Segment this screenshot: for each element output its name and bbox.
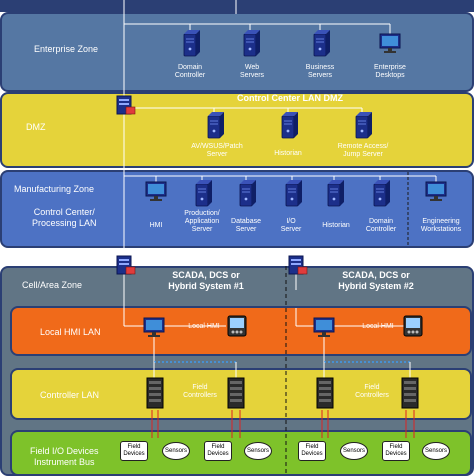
system2-firewall-icon — [288, 255, 308, 275]
remote-access-jump-server-icon — [355, 111, 373, 139]
manufacturing-node-label: I/O Server — [280, 218, 302, 233]
local-hmi-label: Local HMI — [188, 323, 220, 330]
cell-area-label: Cell/Area Zone — [22, 280, 83, 290]
enterprise-zone-label: Enterprise Zone — [34, 44, 99, 54]
sensors-oval: Sensors — [244, 442, 272, 460]
web-servers-icon — [243, 29, 261, 57]
sensors-oval: Sensors — [162, 442, 190, 460]
system1-controller-a-icon — [146, 377, 164, 409]
historian-icon — [327, 179, 345, 207]
dmz-node-label: Historian — [274, 150, 302, 157]
enterprise-node-label: Web Servers — [239, 64, 265, 79]
field-controllers-label: Field Controllers — [355, 384, 389, 399]
system2-local-hmi-panel-icon — [403, 315, 423, 337]
enterprise-node-label: Domain Controller — [174, 64, 206, 79]
enterprise-node-label: Business Servers — [305, 64, 335, 79]
hmi-workstation-icon — [145, 181, 167, 202]
system1-controller-b-icon — [227, 377, 245, 409]
field-devices-box: Field Devices — [120, 441, 148, 461]
system2-controller-a-icon — [316, 377, 334, 409]
manufacturing-node-label: Database Server — [231, 218, 261, 233]
system1-local-hmi-panel-icon — [227, 315, 247, 337]
dmz-zone — [0, 92, 474, 168]
io-server-icon — [285, 179, 303, 207]
manufacturing-node-label: Engineering Workstations — [420, 218, 462, 233]
control-center-label: Control Center/ Processing LAN — [32, 207, 97, 228]
system2-controller-b-icon — [401, 377, 419, 409]
system1-hmi-workstation-icon — [143, 317, 165, 338]
manufacturing-zone — [0, 170, 474, 248]
av-wsus-patch-server-icon — [207, 111, 225, 139]
field-devices-box: Field Devices — [298, 441, 326, 461]
business-servers-icon — [313, 29, 331, 57]
dmz-historian-icon — [281, 111, 299, 139]
system2-hmi-workstation-icon — [313, 317, 335, 338]
enterprise-node-label: Enterprise Desktops — [374, 64, 406, 79]
field-devices-box: Field Devices — [382, 441, 410, 461]
dmz-header: Control Center LAN DMZ — [237, 93, 343, 103]
field-devices-box: Field Devices — [204, 441, 232, 461]
sensors-oval: Sensors — [340, 442, 368, 460]
field-io-label: Field I/O Devices Instrument Bus — [30, 446, 99, 467]
manufacturing-zone-label: Manufacturing Zone — [14, 184, 95, 194]
domain-controller-icon — [373, 179, 391, 207]
dmz-node-label: Remote Access/ Jump Server — [337, 143, 389, 158]
dmz-firewall-icon — [116, 95, 136, 115]
manufacturing-node-label: Historian — [322, 222, 350, 229]
system1-header: SCADA, DCS or Hybrid System #1 — [168, 270, 244, 291]
system2-header: SCADA, DCS or Hybrid System #2 — [338, 270, 414, 291]
domain-controller-server-icon — [183, 29, 201, 57]
local-hmi-label: Local HMI — [362, 323, 394, 330]
manufacturing-node-label: HMI — [149, 222, 163, 229]
manufacturing-node-label: Production/ Application Server — [184, 210, 220, 233]
controller-lan-label: Controller LAN — [40, 390, 100, 400]
database-server-icon — [239, 179, 257, 207]
engineering-workstations-icon — [425, 181, 447, 202]
dmz-zone-label: DMZ — [26, 122, 46, 132]
production-application-server-icon — [195, 179, 213, 207]
field-controllers-label: Field Controllers — [183, 384, 217, 399]
system1-firewall-icon — [116, 255, 136, 275]
dmz-node-label: AV/WSUS/Patch Server — [191, 143, 243, 158]
top-band — [0, 0, 474, 12]
sensors-oval: Sensors — [422, 442, 450, 460]
local-hmi-lan-label: Local HMI LAN — [40, 327, 101, 337]
manufacturing-node-label: Domain Controller — [365, 218, 397, 233]
enterprise-desktops-icon — [379, 33, 401, 54]
